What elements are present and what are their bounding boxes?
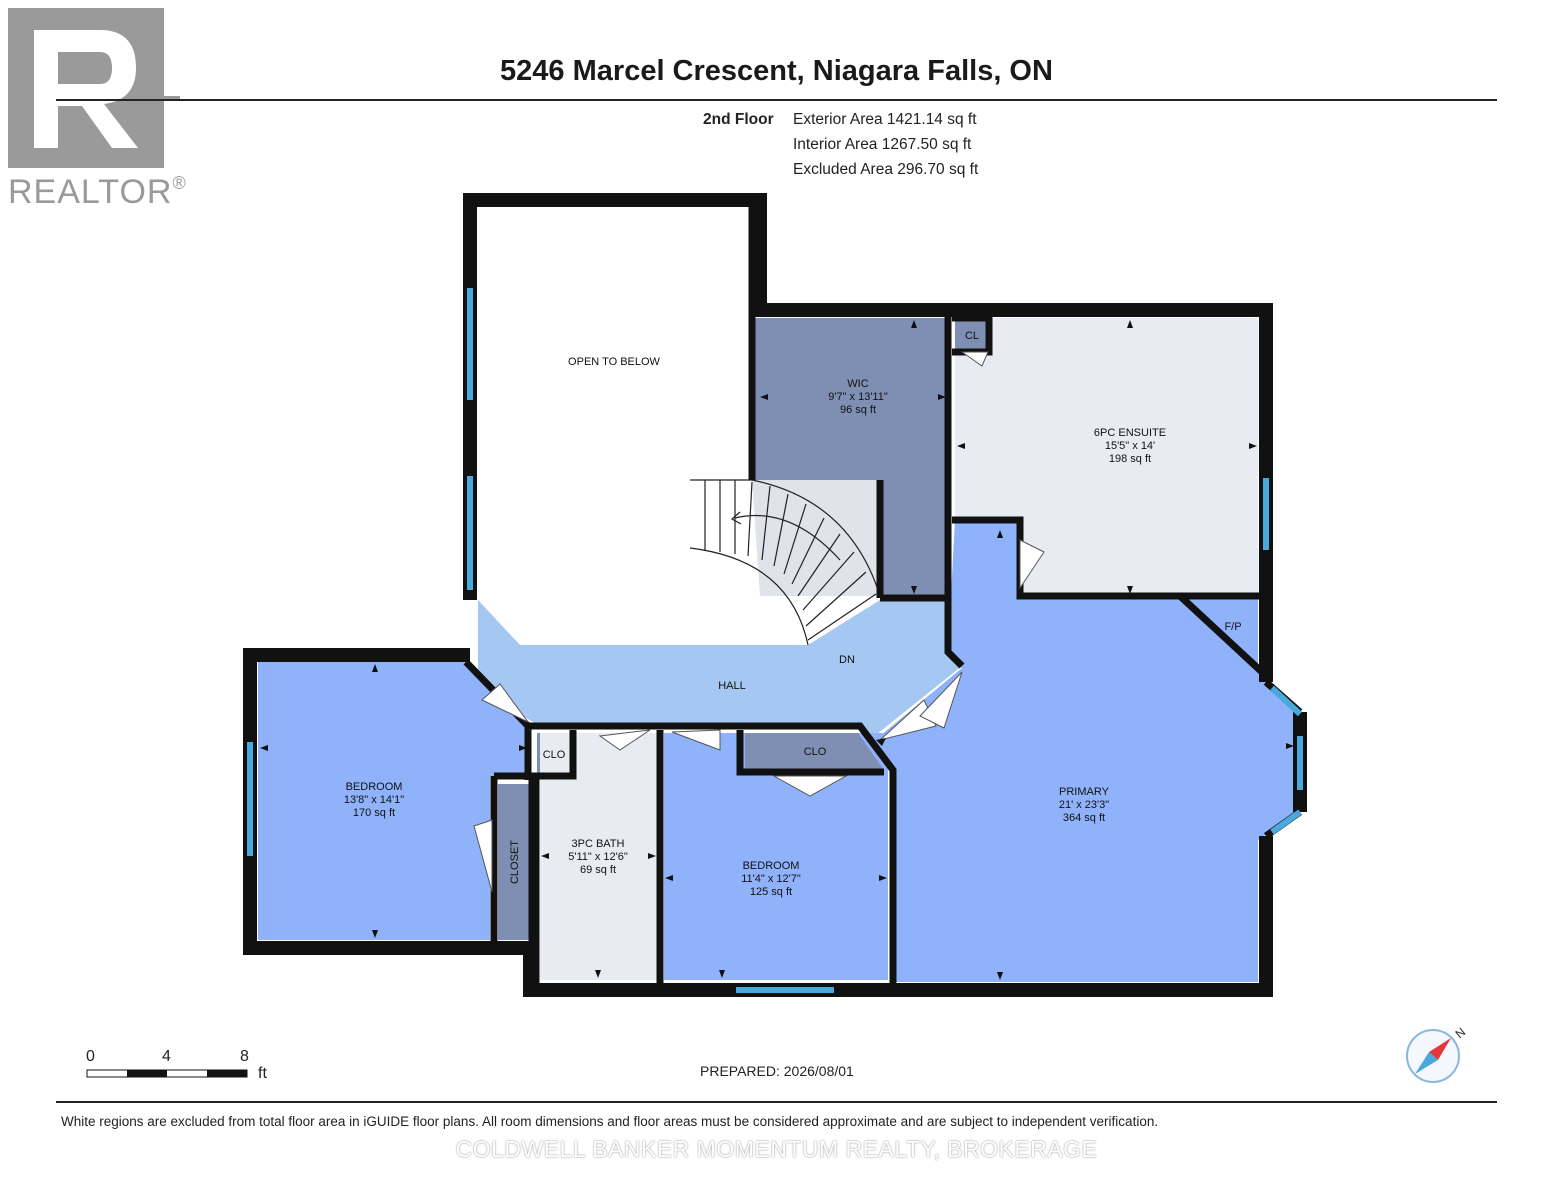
scale-tick-0: 0 xyxy=(86,1048,95,1065)
prepared-date: PREPARED: 2026/08/01 xyxy=(700,1063,854,1079)
primary-dims: 21' x 23'3" xyxy=(1059,799,1109,811)
brokerage-watermark: COLDWELL BANKER MOMENTUM REALTY, BROKERA… xyxy=(455,1136,1098,1162)
wic-area: 96 sq ft xyxy=(840,404,876,416)
realtor-logo-mark-icon xyxy=(8,8,180,168)
dimension-arrows xyxy=(260,320,1294,980)
scale-bar xyxy=(86,1069,248,1078)
bedroom-left-dims: 13'8" x 14'1" xyxy=(344,794,404,806)
closet-room xyxy=(498,784,532,940)
fp-label: F/P xyxy=(1224,621,1241,633)
clo-mid xyxy=(745,733,884,770)
scale-unit: ft xyxy=(258,1065,267,1082)
bedroom-mid-label: BEDROOM xyxy=(743,860,800,872)
ensuite-room xyxy=(955,318,1258,596)
compass-icon: N xyxy=(1402,1024,1468,1088)
dn-label: DN xyxy=(839,654,855,666)
primary-area: 364 sq ft xyxy=(1063,812,1105,824)
primary-label: PRIMARY xyxy=(1059,786,1110,798)
realtor-logo: REALTOR® xyxy=(8,8,186,211)
wic-dims: 9'7" x 13'11" xyxy=(828,391,888,403)
bedroom-left-label: BEDROOM xyxy=(346,781,403,793)
realtor-logo-text: REALTOR xyxy=(8,173,173,211)
interior-area: Interior Area 1267.50 sq ft xyxy=(793,136,972,153)
open-to-below-area xyxy=(478,207,808,645)
interior-walls xyxy=(463,200,1303,986)
cl-closet xyxy=(955,318,989,352)
bath-area: 69 sq ft xyxy=(580,864,616,876)
page-title: 5246 Marcel Crescent, Niagara Falls, ON xyxy=(500,55,1053,87)
scale-tick-8: 8 xyxy=(240,1048,249,1065)
primary-room xyxy=(875,520,1303,982)
clo-mid-label: CLO xyxy=(804,746,827,758)
bedroom-left-room xyxy=(258,662,528,940)
excluded-area: Excluded Area 296.70 sq ft xyxy=(793,161,979,178)
header-divider xyxy=(56,99,1497,101)
open-to-below-label: OPEN TO BELOW xyxy=(568,356,661,368)
disclaimer-text: White regions are excluded from total fl… xyxy=(61,1114,1159,1129)
windows xyxy=(247,288,1303,993)
ensuite-area: 198 sq ft xyxy=(1109,453,1151,465)
exterior-area: Exterior Area 1421.14 sq ft xyxy=(793,111,977,128)
doors xyxy=(473,351,1045,893)
bath-dims: 5'11" x 12'6" xyxy=(568,851,628,863)
registered-mark: ® xyxy=(172,173,187,193)
bedroom-mid-dims: 11'4" x 12'7" xyxy=(741,873,801,885)
window xyxy=(1269,685,1303,717)
staircase xyxy=(689,479,881,646)
hall-label: HALL xyxy=(718,680,746,692)
clo-small-label: CLO xyxy=(543,749,566,761)
ensuite-label: 6PC ENSUITE xyxy=(1094,427,1166,439)
closet-label: CLOSET xyxy=(509,840,521,884)
window xyxy=(1270,809,1302,835)
bath-label: 3PC BATH xyxy=(572,838,625,850)
scale-tick-4: 4 xyxy=(162,1048,171,1065)
cl-label: CL xyxy=(965,330,979,342)
hall-area xyxy=(478,600,962,738)
wic-label: WIC xyxy=(847,378,868,390)
wic-room xyxy=(752,318,948,596)
ensuite-dims: 15'5" x 14' xyxy=(1105,440,1155,452)
bedroom-mid-area: 125 sq ft xyxy=(750,886,792,898)
floor-name: 2nd Floor xyxy=(703,111,774,128)
bedroom-left-area: 170 sq ft xyxy=(353,807,395,819)
footer-divider xyxy=(56,1101,1497,1103)
